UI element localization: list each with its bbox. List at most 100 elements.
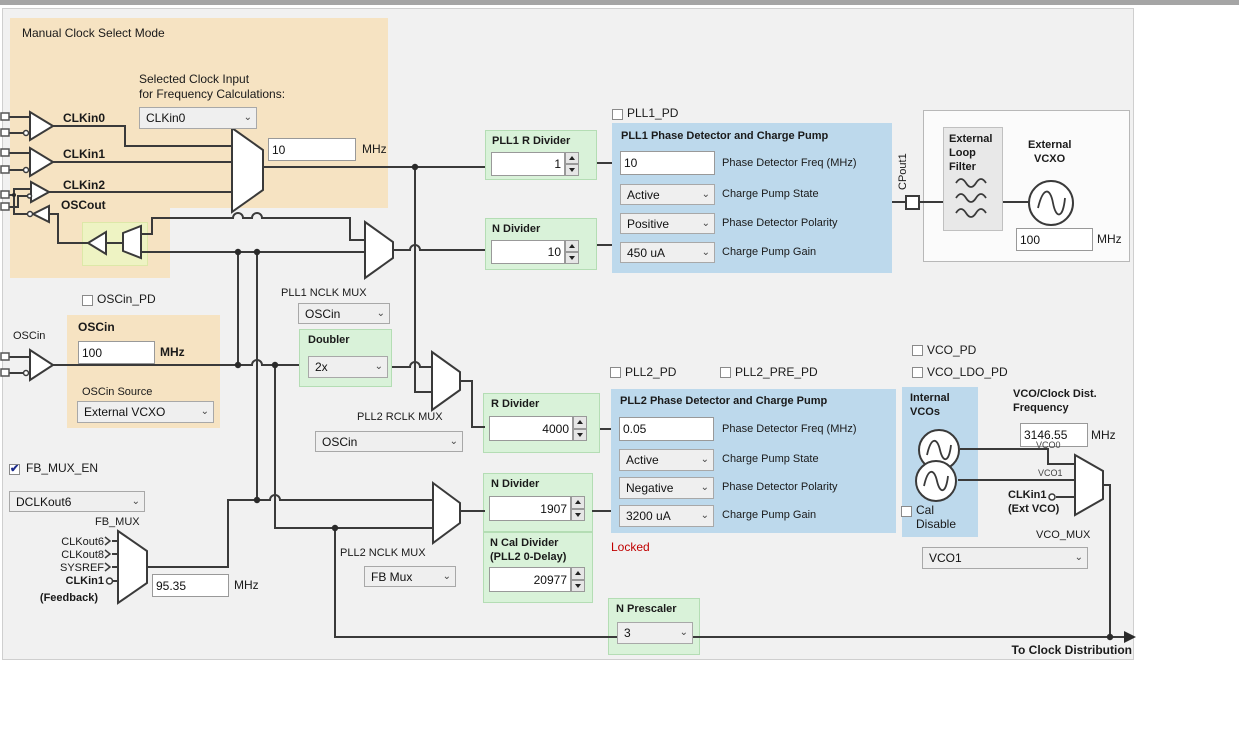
pll1-pd-polarity-dropdown[interactable]: Positive	[620, 213, 715, 234]
pll2-rclk-mux-dropdown[interactable]: OSCin	[315, 431, 463, 452]
pll1-nclk-mux-dropdown[interactable]: OSCin	[298, 303, 390, 324]
pll1-pd-polarity-value: Positive	[627, 216, 670, 231]
oscin-pd-label: OSCin_PD	[97, 292, 156, 306]
pll2-pd-polarity-dropdown[interactable]: Negative	[619, 477, 714, 499]
pll2-n-divider-title: N Divider	[491, 478, 540, 490]
pll2-r-divider-spinner[interactable]	[573, 416, 587, 441]
pll2-nclk-mux-dropdown[interactable]: FB Mux	[364, 566, 456, 587]
pll2-ncal-divider-input[interactable]	[489, 567, 571, 592]
pll1-r-divider-title: PLL1 R Divider	[492, 135, 571, 147]
spinner-down-icon[interactable]	[565, 164, 579, 176]
clkin0-label: CLKin0	[63, 111, 105, 125]
pll2-nclk-mux-label: PLL2 NCLK MUX	[340, 547, 426, 559]
pll1-cp-state-label: Charge Pump State	[722, 188, 819, 200]
doubler-value: 2x	[315, 360, 328, 374]
internal-vcos-title-line1: Internal	[910, 392, 950, 404]
pll1-pd-freq-input[interactable]	[620, 151, 715, 175]
pll2-ncal-title-line2: (PLL2 0-Delay)	[490, 551, 567, 563]
vco-ext-clkin1-label: CLKin1	[1008, 489, 1047, 501]
loop-filter-label-line2: Loop	[949, 147, 976, 159]
selected-clock-freq-input[interactable]	[268, 138, 356, 161]
dropdown-chevron-icon	[701, 455, 709, 465]
oscin-freq-input[interactable]	[78, 341, 155, 364]
pll2-ncal-divider-spinner[interactable]	[571, 567, 585, 592]
pll2-n-divider-spinner[interactable]	[571, 496, 585, 521]
selected-clock-label-line2: for Frequency Calculations:	[139, 87, 286, 101]
fb-mux-source-dropdown[interactable]: DCLKout6	[9, 491, 145, 512]
fb-input-clkin1: CLKin1	[65, 575, 105, 587]
vco-cal-disable-checkbox[interactable]	[901, 506, 912, 517]
pll1-pd-label: PLL1_PD	[627, 106, 679, 120]
spinner-up-icon[interactable]	[571, 567, 585, 580]
internal-vcos-title-line2: VCOs	[910, 406, 940, 418]
pll2-cp-state-dropdown[interactable]: Active	[619, 449, 714, 471]
doubler-dropdown[interactable]: 2x	[308, 356, 388, 378]
selected-clock-label-line1: Selected Clock Input	[139, 72, 250, 86]
spinner-up-icon[interactable]	[565, 240, 579, 252]
n-prescaler-title: N Prescaler	[616, 603, 677, 615]
ext-vcxo-label-line1: External	[1028, 139, 1072, 151]
spinner-down-icon[interactable]	[573, 428, 587, 441]
vco-ldo-pd-checkbox[interactable]	[912, 367, 923, 378]
dropdown-chevron-icon	[701, 511, 709, 521]
pll1-cp-state-dropdown[interactable]: Active	[620, 184, 715, 205]
n-prescaler-dropdown[interactable]: 3	[617, 622, 693, 644]
vco1-wire-label: VCO1	[1038, 468, 1063, 478]
pll1-r-divider-spinner[interactable]	[565, 152, 579, 176]
pll1-n-divider-input[interactable]	[491, 240, 565, 264]
vco-freq-input[interactable]	[1020, 423, 1088, 447]
spinner-up-icon[interactable]	[573, 416, 587, 429]
pll1-pd-checkbox[interactable]	[612, 109, 623, 120]
pll2-n-divider-input[interactable]	[489, 496, 571, 521]
clkin1-label: CLKin1	[63, 147, 105, 161]
dropdown-chevron-icon	[450, 437, 458, 447]
spinner-up-icon[interactable]	[565, 152, 579, 164]
pll2-cp-state-value: Active	[626, 453, 659, 467]
spinner-down-icon[interactable]	[571, 508, 585, 521]
fb-mux-label: FB_MUX	[95, 516, 140, 528]
vco-cal-label-line2: Disable	[916, 517, 957, 531]
vco-pd-label: VCO_PD	[927, 343, 977, 357]
pll2-pre-pd-checkbox[interactable]	[720, 367, 731, 378]
dropdown-chevron-icon	[702, 248, 710, 258]
pll2-cp-gain-label: Charge Pump Gain	[722, 509, 817, 521]
pll2-pd-polarity-label: Phase Detector Polarity	[722, 481, 838, 493]
cpout1-label: CPout1	[897, 153, 909, 190]
pll2-ncal-title-line1: N Cal Divider	[490, 537, 559, 549]
dropdown-chevron-icon	[201, 407, 209, 417]
pll2-pd-freq-input[interactable]	[619, 417, 714, 441]
oscin-pin-label: OSCin	[13, 330, 46, 342]
dropdown-chevron-icon	[701, 483, 709, 493]
pll1-pd-freq-label: Phase Detector Freq (MHz)	[722, 157, 857, 169]
selected-clock-input-dropdown[interactable]: CLKin0	[139, 107, 257, 129]
pll2-rclk-mux-value: OSCin	[322, 434, 358, 449]
pll1-cp-gain-dropdown[interactable]: 450 uA	[620, 242, 715, 263]
doubler-title: Doubler	[308, 334, 350, 346]
pll2-cp-state-label: Charge Pump State	[722, 453, 819, 465]
oscin-pd-checkbox[interactable]	[82, 295, 93, 306]
pll2-cp-gain-dropdown[interactable]: 3200 uA	[619, 505, 714, 527]
fb-input-sysref: SYSREF	[59, 562, 104, 574]
dropdown-chevron-icon	[702, 190, 710, 200]
vco-mux-dropdown[interactable]: VCO1	[922, 547, 1088, 569]
dropdown-chevron-icon	[377, 309, 385, 319]
spinner-down-icon[interactable]	[571, 579, 585, 592]
vco-freq-title-line2: Frequency	[1013, 402, 1069, 414]
pll2-r-divider-input[interactable]	[489, 416, 573, 441]
fb-freq-input[interactable]	[152, 574, 229, 597]
pll1-n-divider-spinner[interactable]	[565, 240, 579, 264]
spinner-up-icon[interactable]	[571, 496, 585, 509]
fb-mux-en-checkbox[interactable]	[9, 462, 20, 475]
oscin-source-value: External VCXO	[84, 405, 166, 419]
oscin-box-title: OSCin	[78, 320, 115, 334]
pll1-pdcp-title: PLL1 Phase Detector and Charge Pump	[621, 130, 829, 142]
pll1-r-divider-input[interactable]	[491, 152, 565, 176]
n-prescaler-value: 3	[624, 626, 631, 640]
vco-freq-unit: MHz	[1091, 428, 1116, 442]
ext-vcxo-freq-input[interactable]	[1016, 228, 1093, 251]
spinner-down-icon[interactable]	[565, 252, 579, 264]
to-clock-distribution-label: To Clock Distribution	[1011, 643, 1132, 657]
pll2-pd-checkbox[interactable]	[610, 367, 621, 378]
vco-pd-checkbox[interactable]	[912, 345, 923, 356]
oscin-source-dropdown[interactable]: External VCXO	[77, 401, 214, 423]
